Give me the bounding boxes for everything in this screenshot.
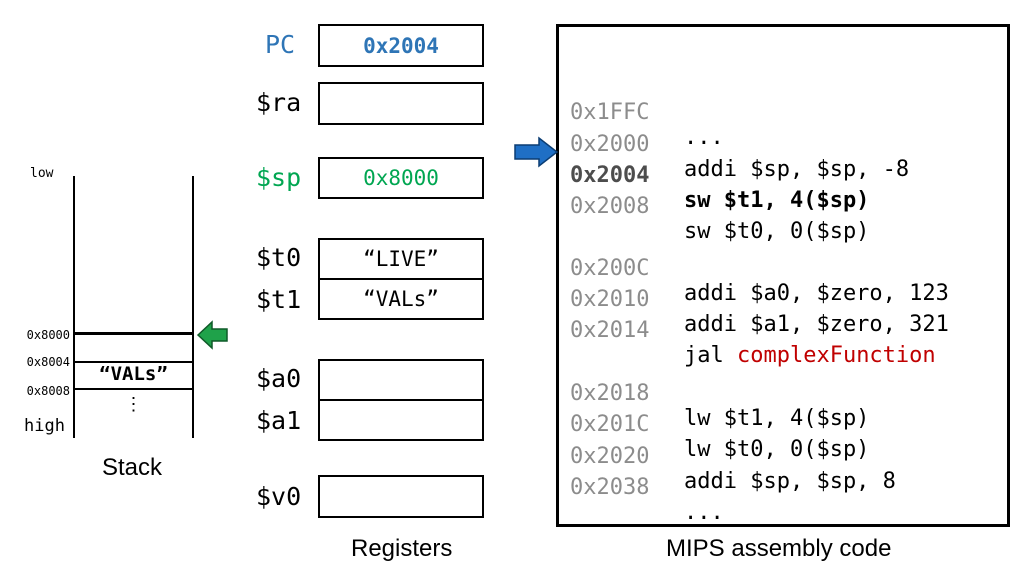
stack-high-label: high bbox=[24, 416, 65, 436]
code-instruction: ... bbox=[684, 500, 724, 525]
registers-caption: Registers bbox=[351, 535, 453, 562]
stack-right-wall bbox=[192, 176, 194, 438]
left-arrow-icon bbox=[196, 320, 228, 350]
register-label-sp: $sp bbox=[256, 163, 302, 192]
code-instruction: addi $a0, $zero, 123 bbox=[684, 281, 949, 306]
register-value-a1 bbox=[318, 399, 484, 441]
right-arrow-icon bbox=[514, 136, 559, 168]
code-line: 0x2038 ... bbox=[570, 450, 724, 525]
register-label-pc: PC bbox=[265, 30, 296, 59]
stack-divider bbox=[73, 388, 194, 390]
code-line-current: 0x2004 sw $t1, 4($sp) bbox=[570, 138, 869, 213]
code-line: 0x201C lw $t0, 0($sp) bbox=[570, 387, 869, 462]
code-address: 0x2010 bbox=[570, 287, 650, 312]
register-label-t0: $t0 bbox=[256, 243, 302, 272]
code-instruction: addi $sp, $sp, 8 bbox=[684, 469, 896, 494]
code-line: 0x200C addi $a0, $zero, 123 bbox=[570, 231, 949, 306]
stack-ellipsis: ⋮ bbox=[124, 394, 143, 414]
code-address: 0x2038 bbox=[570, 475, 650, 500]
register-label-ra: $ra bbox=[256, 88, 302, 117]
code-address: 0x201C bbox=[570, 412, 650, 437]
code-instruction: addi $sp, $sp, -8 bbox=[684, 157, 910, 182]
code-instruction: sw $t1, 4($sp) bbox=[684, 188, 870, 213]
code-line: 0x2000 addi $sp, $sp, -8 bbox=[570, 107, 909, 182]
register-value-ra bbox=[318, 82, 484, 125]
code-caption: MIPS assembly code bbox=[666, 535, 892, 562]
code-line: 0x2010 addi $a1, $zero, 321 bbox=[570, 262, 949, 337]
stack-low-label: low bbox=[30, 166, 54, 181]
stack-divider bbox=[73, 361, 194, 363]
register-label-t1: $t1 bbox=[256, 285, 302, 314]
register-label-a1: $a1 bbox=[256, 406, 302, 435]
register-value-t1: “VALs” bbox=[318, 278, 484, 320]
register-value-a0 bbox=[318, 359, 484, 401]
stack-address: 0x8004 bbox=[26, 355, 70, 369]
code-address: 0x2004 bbox=[570, 163, 650, 188]
stack-cell-value: “VALs” bbox=[99, 363, 168, 385]
code-instruction: addi $a1, $zero, 321 bbox=[684, 312, 949, 337]
stack-caption: Stack bbox=[102, 454, 163, 481]
stack-left-wall bbox=[73, 176, 75, 438]
code-line: 0x2020 addi $sp, $sp, 8 bbox=[570, 419, 896, 494]
code-line: 0x2008 sw $t0, 0($sp) bbox=[570, 169, 869, 244]
code-address: 0x1FFC bbox=[570, 100, 650, 125]
register-value-sp: 0x8000 bbox=[318, 157, 484, 199]
code-panel bbox=[556, 24, 1010, 527]
code-address: 0x2008 bbox=[570, 194, 650, 219]
register-value-pc: 0x2004 bbox=[318, 24, 484, 67]
code-line: 0x2018 lw $t1, 4($sp) bbox=[570, 356, 869, 431]
stack-address: 0x8008 bbox=[26, 384, 70, 398]
code-address: 0x200C bbox=[570, 256, 650, 281]
code-instruction: jal complexFunction bbox=[684, 343, 936, 368]
stack-divider-sp bbox=[73, 332, 194, 335]
code-instruction: sw $t0, 0($sp) bbox=[684, 219, 870, 244]
function-call-name: complexFunction bbox=[736, 343, 936, 368]
register-label-v0: $v0 bbox=[256, 482, 302, 511]
code-instruction: ... bbox=[684, 125, 724, 150]
register-value-v0 bbox=[318, 475, 484, 518]
code-line: 0x2014 jal complexFunction bbox=[570, 293, 936, 368]
jal-mnemonic: jal bbox=[684, 343, 737, 368]
code-address: 0x2020 bbox=[570, 444, 650, 469]
code-address: 0x2000 bbox=[570, 132, 650, 157]
register-value-t0: “LIVE” bbox=[318, 238, 484, 280]
code-line: 0x1FFC ... bbox=[570, 75, 724, 150]
stack-address: 0x8000 bbox=[26, 328, 70, 342]
code-address: 0x2014 bbox=[570, 318, 650, 343]
code-instruction: lw $t0, 0($sp) bbox=[684, 437, 870, 462]
register-label-a0: $a0 bbox=[256, 364, 302, 393]
code-instruction: lw $t1, 4($sp) bbox=[684, 406, 870, 431]
code-address: 0x2018 bbox=[570, 381, 650, 406]
